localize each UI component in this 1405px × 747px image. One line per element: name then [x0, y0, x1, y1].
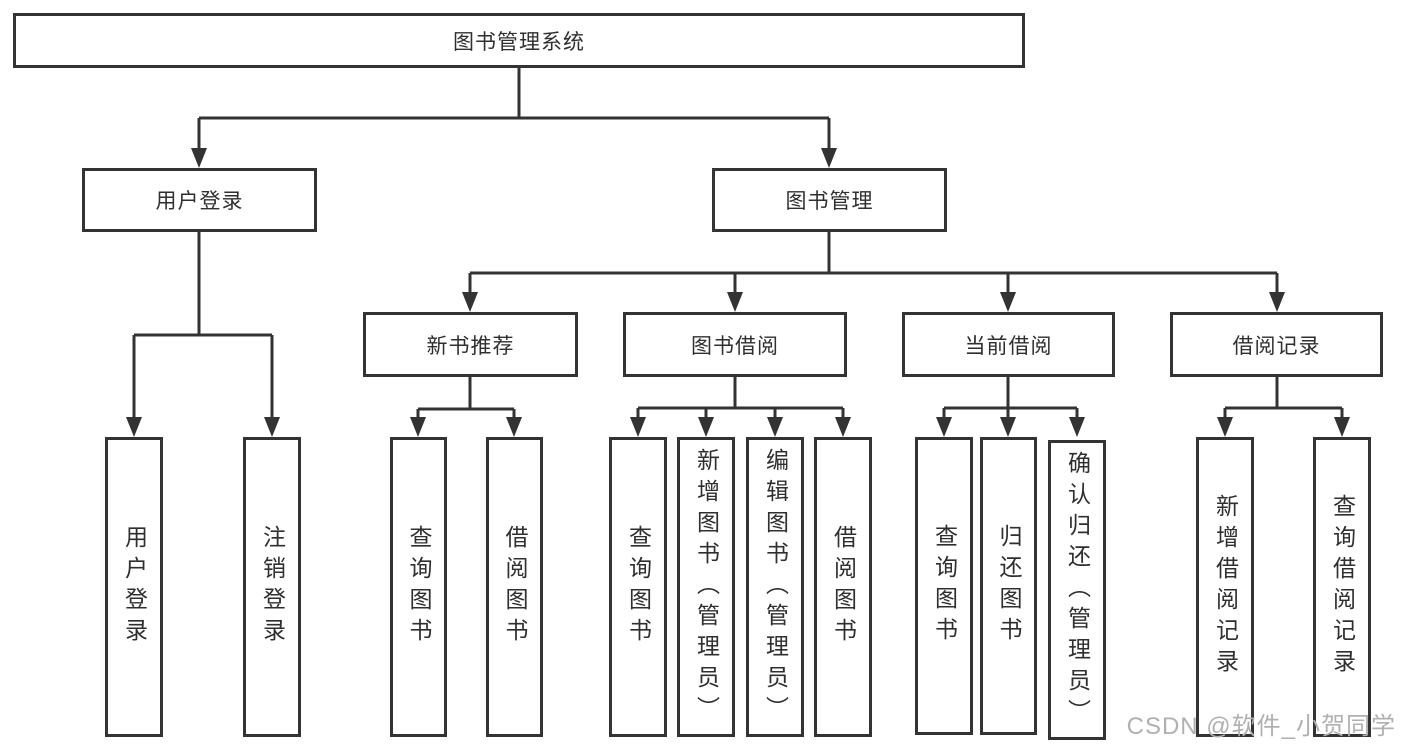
node-user-login-branch: 用户登录: [82, 168, 317, 232]
leaf-query-books-recommend: 查询图书: [390, 437, 447, 737]
leaf-borrow-books-recommend: 借阅图书: [486, 437, 543, 737]
node-borrowing-records: 借阅记录: [1170, 312, 1383, 377]
node-book-borrowing: 图书借阅: [623, 312, 847, 377]
leaf-edit-books-admin: 编辑图书（管理员）: [746, 437, 804, 737]
leaf-add-books-admin: 新增图书（管理员）: [677, 437, 735, 737]
node-book-management-branch: 图书管理: [712, 168, 947, 232]
leaf-query-books-borrow: 查询图书: [609, 437, 667, 737]
leaf-return-books: 归还图书: [980, 437, 1037, 735]
leaf-query-borrow-record: 查询借阅记录: [1313, 437, 1371, 737]
leaf-add-borrow-record: 新增借阅记录: [1196, 437, 1254, 737]
node-current-borrowing: 当前借阅: [902, 312, 1115, 377]
leaf-confirm-return-admin: 确认归还（管理员）: [1048, 440, 1106, 740]
leaf-logout: 注销登录: [243, 437, 301, 737]
leaf-user-login: 用户登录: [105, 437, 163, 737]
leaf-borrow-books: 借阅图书: [814, 437, 872, 737]
node-new-book-recommendation: 新书推荐: [363, 312, 578, 377]
node-library-management-system: 图书管理系统: [13, 13, 1025, 68]
leaf-query-books-current: 查询图书: [915, 437, 973, 735]
